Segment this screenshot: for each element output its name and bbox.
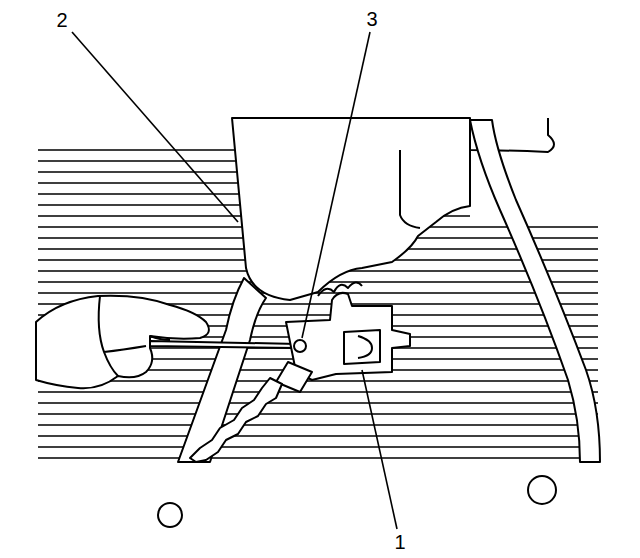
hole [528,476,556,504]
leader-line [72,32,238,222]
callout-number: 3 [364,8,379,30]
leader-line [302,32,370,338]
wire-harness [190,378,282,462]
hole [158,503,182,527]
pedal-bracket [232,118,470,300]
switch-plunger-housing [344,330,380,364]
clip-teeth [318,282,362,296]
thumb [99,296,146,376]
bracket-edge [400,150,420,228]
retainer [294,340,306,352]
screwdriver [150,341,298,348]
switch-detail [358,336,372,358]
callout-number: 2 [54,9,69,31]
finger-line [150,336,170,340]
brake-switch [286,293,410,380]
callout-number: 1 [392,531,407,553]
tube [470,120,600,462]
leader-line [362,370,397,529]
